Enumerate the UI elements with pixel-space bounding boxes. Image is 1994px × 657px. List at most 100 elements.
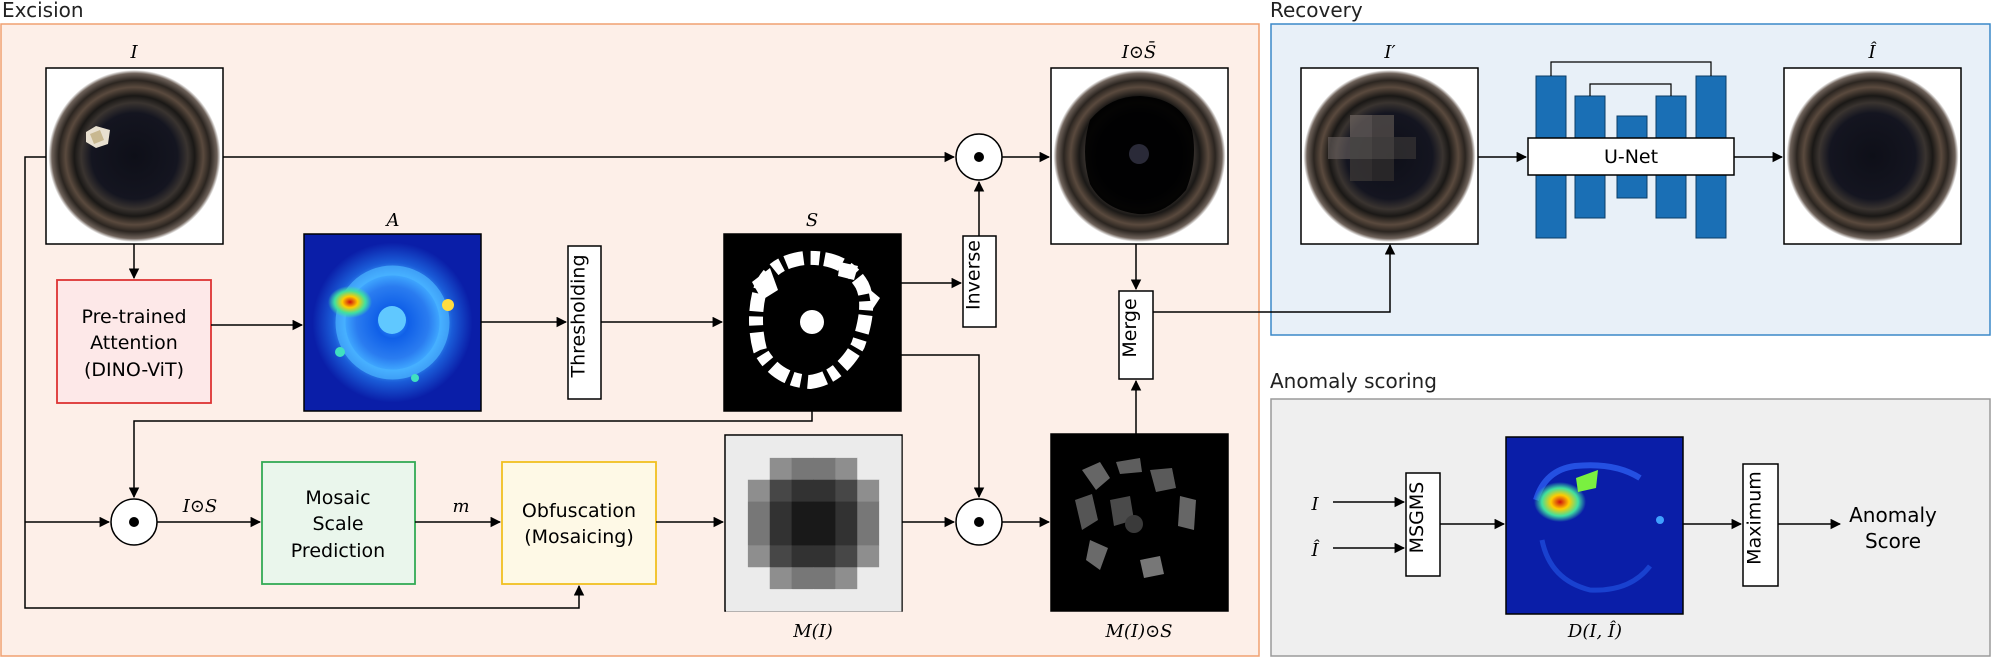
mosaic-tile [857, 567, 880, 590]
maximum-label: Maximum [1744, 471, 1766, 565]
label-A: A [385, 210, 400, 231]
mosaic-tile [879, 457, 902, 481]
label-I-prime: I′ [1383, 42, 1395, 63]
mosaic-tile [726, 457, 749, 481]
mosaic-tile [835, 523, 858, 546]
mosaic-tile [791, 479, 814, 503]
merge-block: Merge [1118, 290, 1154, 380]
maximum-block: Maximum [1742, 463, 1779, 587]
inverse-label: Inverse [963, 240, 985, 310]
mosaic-tile [726, 567, 749, 590]
msgms-label: MSGMS [1406, 482, 1428, 554]
mosaic-scale-line1: Mosaic [305, 487, 370, 509]
recovery-input-I-prime [1300, 67, 1479, 245]
mosaic-tile [879, 589, 902, 612]
mosaic-tile [726, 545, 749, 568]
mosaic-tile [879, 501, 902, 524]
mosaic-tile [879, 523, 902, 546]
attention-map-A [303, 233, 482, 412]
mosaic-tile [769, 436, 793, 459]
mosaic-tile [747, 479, 771, 503]
mosaic-tile [726, 479, 749, 503]
mosaic-tile [769, 545, 793, 568]
mosaic-tile [813, 501, 836, 524]
mosaic-tile [835, 545, 858, 568]
label-I-odot-S: I⊙S [182, 496, 218, 517]
difference-map-D [1505, 436, 1684, 615]
mosaic-tile [857, 479, 880, 503]
multiply-operator-bottom [955, 498, 1003, 546]
mosaic-tile [835, 501, 858, 524]
mosaic-tile [813, 545, 836, 568]
masked-mosaic-M-I-odot-S [1050, 433, 1229, 612]
label-M-I-odot-S: M(I)⊙S [1105, 621, 1173, 642]
mosaic-tile [726, 436, 749, 459]
excision-title: Excision [2, 0, 84, 22]
multiply-operator-top [955, 133, 1003, 181]
mosaic-tile [791, 436, 814, 459]
mosaic-tile [726, 589, 749, 612]
mosaic-tile [857, 545, 880, 568]
anomaly-score-line2: Score [1865, 529, 1921, 553]
mosaic-tile [791, 567, 814, 590]
mosaic-tile [769, 589, 793, 612]
label-I-odot-S-bar: I⊙S̄ [1121, 40, 1157, 63]
attention-block-line1: Pre-trained [81, 306, 186, 328]
mosaic-tile [791, 457, 814, 481]
mosaic-tile [835, 436, 858, 459]
label-D: D(I, Î) [1567, 619, 1622, 642]
mosaic-tile [857, 501, 880, 524]
score-input-I: I [1310, 494, 1319, 515]
mosaic-tile [726, 501, 749, 524]
mosaic-scale-line3: Prediction [291, 540, 385, 562]
thresholding-block: Thresholding [567, 245, 602, 400]
anomaly-scoring-title: Anomaly scoring [1270, 369, 1437, 393]
label-M-I: M(I) [792, 621, 833, 642]
masked-image-I-odot-S-bar [1050, 67, 1229, 245]
mosaic-tile [747, 545, 771, 568]
excision-connectors [24, 151, 1396, 609]
mosaic-tile [769, 501, 793, 524]
mosaic-tile [835, 567, 858, 590]
obfuscation-line2: (Mosaicing) [524, 526, 634, 548]
attention-block-line3: (DINO-ViT) [84, 359, 184, 381]
mosaic-tile [835, 457, 858, 481]
thresholding-label: Thresholding [568, 254, 590, 378]
mosaic-scale-line2: Scale [312, 513, 363, 535]
mosaic-tile [769, 479, 793, 503]
attention-block-line2: Attention [90, 332, 178, 354]
label-m: m [452, 496, 469, 517]
mosaic-tile [769, 457, 793, 481]
mosaic-tile [879, 479, 902, 503]
mosaic-tile [835, 589, 858, 612]
mosaic-scale-prediction-block: Mosaic Scale Prediction [261, 461, 416, 585]
recovered-image-I-hat [1783, 67, 1962, 245]
mosaic-tile [857, 436, 880, 459]
mosaic-tile [857, 589, 880, 612]
mosaic-tile [747, 589, 771, 612]
mosaic-tile [813, 567, 836, 590]
mosaic-tile [835, 479, 858, 503]
mosaic-tile [747, 436, 771, 459]
mosaic-tile [726, 523, 749, 546]
label-I-hat: Î [1867, 40, 1877, 63]
score-input-I-hat: Î [1310, 538, 1320, 561]
merge-label: Merge [1119, 298, 1141, 357]
mosaic-tile [879, 567, 902, 590]
mosaic-tile [791, 589, 814, 612]
label-I: I [129, 42, 138, 63]
unet-block: U-Net [1527, 61, 1735, 239]
mosaic-tile [857, 523, 880, 546]
inverse-block: Inverse [962, 235, 997, 328]
mosaic-image-M-I [724, 434, 903, 612]
attention-block: Pre-trained Attention (DINO-ViT) [56, 279, 212, 404]
mosaic-tile [747, 523, 771, 546]
anomaly-score-line1: Anomaly [1849, 503, 1937, 527]
mosaic-tile [879, 545, 902, 568]
mosaic-tile [791, 545, 814, 568]
mosaic-tile [813, 479, 836, 503]
mosaic-tile [813, 523, 836, 546]
mosaic-tile [813, 589, 836, 612]
mosaic-tile [813, 457, 836, 481]
